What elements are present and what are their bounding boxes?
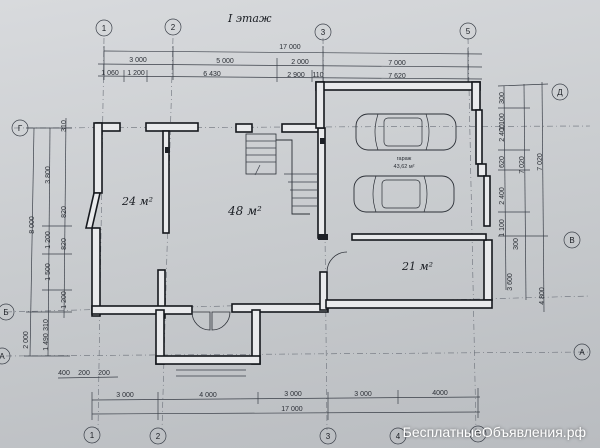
- column-marker: [318, 234, 328, 240]
- dim-top-g: 6 430: [203, 71, 221, 78]
- dim-right-mid-b: 3 600: [507, 273, 514, 291]
- dim-top-h: 2 900: [287, 72, 305, 79]
- house-walls: [91, 122, 329, 319]
- dim-left-inner-d: 1 200: [61, 291, 68, 309]
- dim-right-outer-b: 4 800: [539, 287, 546, 305]
- dim-bottom-small-a: 400: [58, 370, 70, 377]
- car-top: [355, 113, 457, 151]
- dim-bottom-small-c: 200: [98, 370, 110, 377]
- dim-left-inner-c: 820: [61, 238, 68, 250]
- dim-left-mid-a: 3 800: [45, 166, 52, 184]
- dim-top-j: 7 620: [388, 73, 406, 80]
- axis-top-2: 2: [171, 23, 176, 32]
- room-label-21: 21 м²: [401, 260, 433, 273]
- dim-top-i: 110: [312, 72, 323, 79]
- axis-left-a: А: [0, 352, 5, 361]
- dim-bottom-c: 3 000: [284, 391, 302, 398]
- dim-left-mid-c: 1 500: [45, 263, 52, 281]
- axis-left-b: Б: [3, 308, 8, 317]
- dimensions-bottom: 3 000 4 000 3 000 3 000 4000 17 000 400 …: [57, 370, 481, 420]
- dim-top-a: 3 000: [129, 57, 147, 64]
- dim-bottom-b: 4 000: [199, 392, 217, 399]
- room-label-24: 24 м²: [121, 195, 153, 208]
- dim-top-d: 7 000: [388, 60, 406, 67]
- dim-right-inner-a: 300: [499, 92, 506, 104]
- dim-top-b: 5 000: [216, 58, 234, 65]
- dim-bottom-a: 3 000: [116, 392, 134, 399]
- dim-bottom-d: 3 000: [354, 391, 372, 398]
- axis-bottom-4: 4: [396, 432, 401, 441]
- dim-right-inner-e: 2 400: [499, 187, 506, 205]
- axis-top-5: 5: [466, 27, 471, 36]
- dim-left-mid-e: 1 490: [43, 333, 50, 351]
- dim-left-mid-d: 310: [43, 319, 50, 331]
- dim-left-inner-a: 310: [61, 120, 68, 132]
- axis-left-g: Г: [18, 124, 23, 133]
- dim-right-inner-b: 1 100: [499, 113, 506, 131]
- dim-top-f: 1 200: [127, 70, 145, 77]
- watermark: БесплатныеОбъявления.рф: [402, 424, 586, 440]
- dim-left-inner-b: 820: [61, 206, 68, 218]
- axis-bottom-3: 3: [326, 432, 331, 441]
- dim-left-mid-b: 1 200: [45, 231, 52, 249]
- axis-markers-right: Д В А: [551, 83, 591, 361]
- dim-right-inner-d: 620: [499, 156, 506, 168]
- dim-bottom-e: 4000: [432, 390, 448, 397]
- dimensions-right: 300 1 100 2 400 620 2 400 1 100 300 7 02…: [497, 81, 549, 313]
- axis-bottom-5: 5: [476, 430, 481, 439]
- column-marker: [165, 147, 170, 153]
- dim-right-mid-a: 7 020: [519, 156, 526, 174]
- axis-bottom-1: 1: [90, 431, 95, 440]
- axis-markers-bottom: 1 2 3 4 5: [83, 425, 487, 445]
- garage-door-swing: [326, 251, 348, 273]
- dimensions-top: 17 000 3 000 5 000 2 000 7 000 1 060 1 2…: [97, 44, 483, 82]
- chamfer-wall: [84, 192, 102, 229]
- axis-markers-left: Г Б А: [0, 119, 29, 365]
- garage-name: гараж: [397, 156, 412, 162]
- garage-area: 43,62 м²: [394, 164, 415, 170]
- axis-right-a: А: [579, 348, 585, 357]
- room-label-48: 48 м²: [227, 204, 262, 218]
- dim-right-inner-c: 2 400: [499, 124, 506, 142]
- front-porch: [155, 309, 261, 377]
- dim-top-c: 2 000: [291, 59, 309, 66]
- axis-markers-top: 1 2 3 5: [95, 18, 477, 41]
- axis-top-1: 1: [102, 24, 107, 33]
- dim-right-outer-a: 7 020: [537, 153, 544, 171]
- staircase: [245, 133, 318, 215]
- axis-top-3: 3: [321, 28, 326, 37]
- car-bottom: [353, 175, 455, 213]
- dim-bottom-overall: 17 000: [281, 406, 303, 413]
- axis-right-v: В: [569, 236, 574, 245]
- dim-left-outer-b: 2 000: [23, 331, 30, 349]
- dim-right-inner-g: 300: [513, 238, 520, 250]
- dim-right-inner-f: 1 100: [499, 219, 506, 237]
- axis-right-d: Д: [557, 88, 563, 97]
- dimensions-left: 8 000 2 000 3 800 1 200 1 500 310 1 490 …: [23, 117, 72, 357]
- floor-title: I этаж: [227, 12, 272, 25]
- dim-left-outer-a: 8 000: [29, 216, 36, 234]
- column-marker: [320, 138, 325, 144]
- dim-bottom-small-b: 200: [78, 370, 90, 377]
- dim-top-overall: 17 000: [279, 44, 301, 51]
- garage-walls: [315, 81, 493, 309]
- axis-bottom-2: 2: [156, 432, 161, 441]
- dim-top-e: 1 060: [101, 70, 119, 77]
